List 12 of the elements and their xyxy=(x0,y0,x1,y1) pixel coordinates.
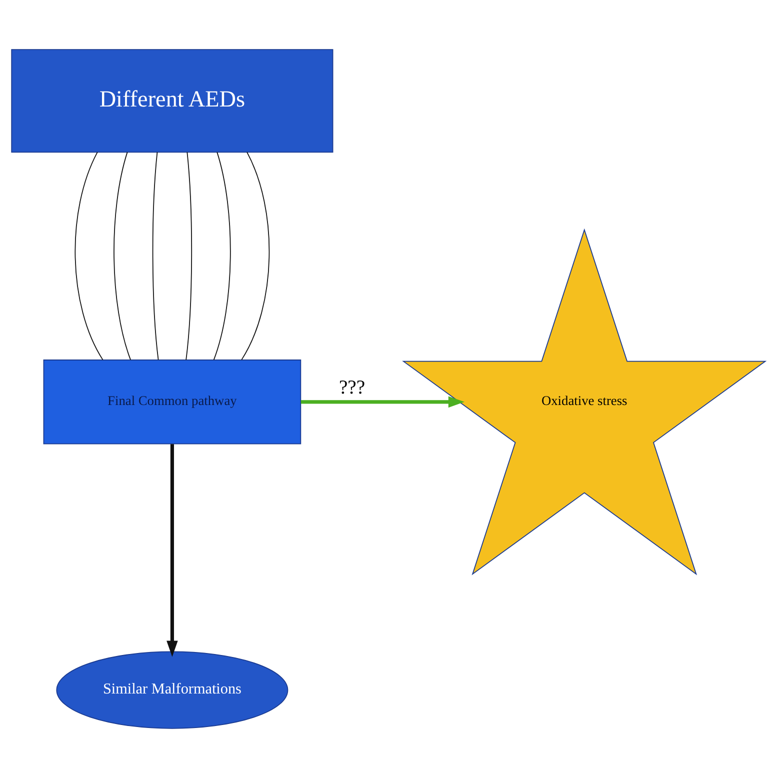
connector xyxy=(74,152,104,360)
node-box: Final Common pathway xyxy=(43,360,302,444)
arrow xyxy=(166,444,178,657)
arrow xyxy=(300,396,464,408)
node-ellipse: Similar Malformations xyxy=(56,651,288,729)
connector xyxy=(241,152,270,360)
connector xyxy=(114,152,131,360)
node-box: Different AEDs xyxy=(11,49,334,153)
edge-label: ??? xyxy=(338,378,366,399)
connector xyxy=(186,152,192,360)
connector xyxy=(152,152,159,360)
connector xyxy=(213,152,231,360)
